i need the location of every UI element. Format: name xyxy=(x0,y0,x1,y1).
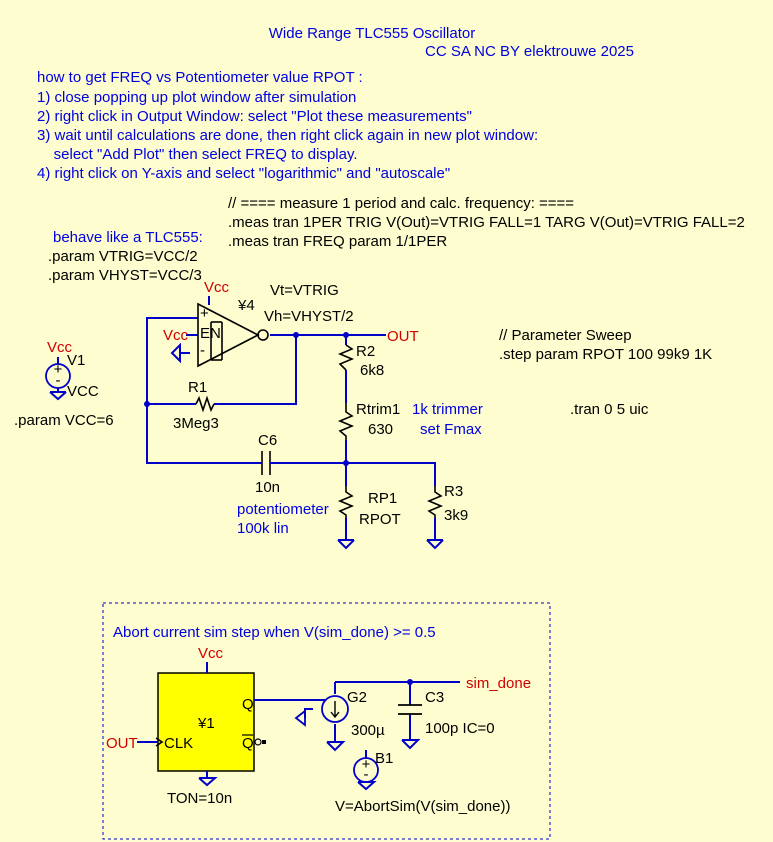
c6-name: C6 xyxy=(258,432,277,449)
rtrim-note: 1k trimmer xyxy=(412,401,483,418)
c6-value: 10n xyxy=(255,479,280,496)
vcc-label-u4: Vcc xyxy=(204,279,230,296)
step-directive: .step param RPOT 100 99k9 1K xyxy=(499,346,712,363)
qbar-pin-label: Q xyxy=(242,735,254,752)
pot-note: 100k lin xyxy=(237,520,289,537)
minus-pin-label: - xyxy=(200,342,205,359)
resistor-rtrim1[interactable] xyxy=(337,403,355,440)
r3-name: R3 xyxy=(444,483,463,500)
rp1-name: RP1 xyxy=(368,490,397,507)
behave-comment: behave like a TLC555: xyxy=(53,229,203,246)
plus-pin-label: + xyxy=(200,305,209,322)
oscillator-wires xyxy=(57,296,436,540)
param-vtrig: .param VTRIG=VCC/2 xyxy=(48,248,198,265)
source-plus: + xyxy=(54,361,63,378)
capacitor-c6[interactable] xyxy=(258,451,275,475)
clk-pin-label: CLK xyxy=(164,735,193,752)
current-source-g2[interactable] xyxy=(294,695,349,727)
vt-label: Vt=VTRIG xyxy=(270,282,339,299)
r1-value: 3Meg3 xyxy=(173,415,219,432)
abort-box-title: Abort current sim step when V(sim_done) … xyxy=(113,624,436,641)
ground-symbol xyxy=(337,539,355,550)
meas-directives: // ==== measure 1 period and calc. frequ… xyxy=(228,195,745,250)
out-net-label: OUT xyxy=(387,328,419,345)
meas-comment: // ==== measure 1 period and calc. frequ… xyxy=(228,195,574,212)
instruction-line: 4) right click on Y-axis and select "log… xyxy=(37,165,450,182)
junctions xyxy=(144,332,349,466)
ground-symbol xyxy=(170,342,181,364)
ground-symbol xyxy=(326,741,346,752)
ground-symbol xyxy=(426,539,444,550)
b1-value: V=AbortSim(V(sim_done)) xyxy=(335,798,510,815)
b1-name: B1 xyxy=(375,750,393,767)
v1-name: V1 xyxy=(67,352,85,369)
rtrim-note: set Fmax xyxy=(420,421,482,438)
tran-directive: .tran 0 5 uic xyxy=(570,401,649,418)
capacitor-c3[interactable] xyxy=(398,704,422,715)
ton-label: TON=10n xyxy=(167,790,232,807)
u4-label: ¥4 xyxy=(237,297,255,314)
behavioral-source-b1[interactable]: + - xyxy=(353,750,379,791)
v1-value: VCC xyxy=(67,383,99,400)
rtrim-name: Rtrim1 xyxy=(356,401,400,418)
license-text: CC SA NC BY elektrouwe 2025 xyxy=(425,43,634,60)
voltage-source-v1[interactable]: + - xyxy=(45,361,71,401)
ground-symbol xyxy=(401,739,421,750)
c3-name: C3 xyxy=(425,689,444,706)
comparator-u4[interactable]: + - EN xyxy=(197,302,269,368)
vcc-label-v1: Vcc xyxy=(47,339,73,356)
vcc-label-u1: Vcc xyxy=(198,645,224,662)
vcc-label-en: Vcc xyxy=(163,327,189,344)
resistor-rp1[interactable] xyxy=(337,486,355,518)
vh-label: Vh=VHYST/2 xyxy=(264,308,354,325)
resistor-r1[interactable] xyxy=(195,395,215,413)
param-vcc: .param VCC=6 xyxy=(14,412,114,429)
instruction-line: 1) close popping up plot window after si… xyxy=(37,89,356,106)
instructions: how to get FREQ vs Potentiometer value R… xyxy=(37,69,538,182)
resistor-r2[interactable] xyxy=(337,344,355,371)
ground-symbol xyxy=(198,777,218,787)
r1-name: R1 xyxy=(188,379,207,396)
step-comment: // Parameter Sweep xyxy=(499,327,632,344)
meas-period: .meas tran 1PER TRIG V(Out)=VTRIG FALL=1… xyxy=(228,214,745,231)
flipflop-u1[interactable] xyxy=(157,672,255,772)
param-vhyst: .param VHYST=VCC/3 xyxy=(48,267,202,284)
r3-value: 3k9 xyxy=(444,507,468,524)
en-pin-label: EN xyxy=(200,325,221,342)
g2-name: G2 xyxy=(347,689,367,706)
u1-label: ¥1 xyxy=(197,715,215,732)
abort-box-frame xyxy=(102,602,551,840)
b1-plus: + xyxy=(362,756,371,773)
instruction-line: how to get FREQ vs Potentiometer value R… xyxy=(37,69,363,86)
q-pin-label: Q xyxy=(242,696,254,713)
resistor-r3[interactable] xyxy=(426,486,444,518)
r2-name: R2 xyxy=(356,343,375,360)
source-minus: - xyxy=(56,372,61,389)
c3-value: 100p IC=0 xyxy=(425,720,495,737)
rp1-value: RPOT xyxy=(359,511,401,528)
pot-note: potentiometer xyxy=(237,501,329,518)
out-net-label-ff: OUT xyxy=(106,735,138,752)
instruction-line: 3) wait until calculations are done, the… xyxy=(37,127,538,144)
rtrim-value: 630 xyxy=(368,421,393,438)
instruction-line: 2) right click in Output Window: select … xyxy=(37,108,472,125)
meas-freq: .meas tran FREQ param 1/1PER xyxy=(228,233,447,250)
title: Wide Range TLC555 Oscillator xyxy=(269,25,475,42)
g2-value: 300µ xyxy=(351,722,385,739)
sim-done-net-label: sim_done xyxy=(466,675,531,692)
r2-value: 6k8 xyxy=(360,362,384,379)
instruction-line: select "Add Plot" then select FREQ to di… xyxy=(37,146,358,163)
b1-minus: - xyxy=(364,766,369,783)
